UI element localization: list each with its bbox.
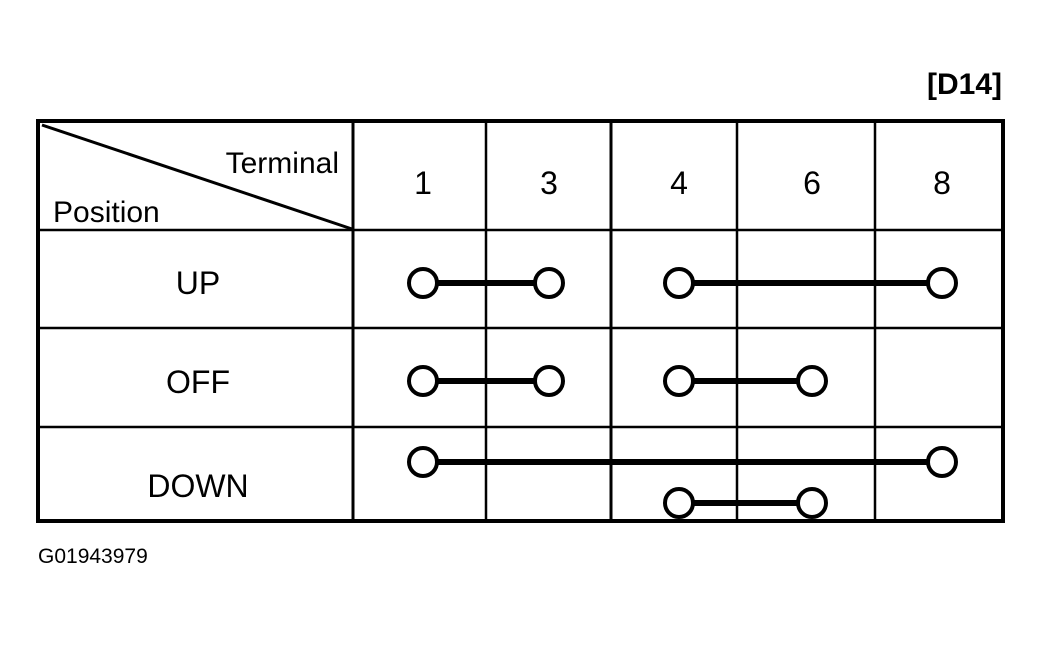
terminal-node-1: [407, 365, 439, 397]
terminal-node-4: [663, 267, 695, 299]
header-diagonal-divider: [41, 123, 353, 231]
continuity-down-4-6: [663, 487, 828, 519]
terminal-node-4: [663, 365, 695, 397]
terminal-node-6: [796, 487, 828, 519]
continuity-down-1-8: [407, 446, 958, 478]
terminal-node-8: [926, 446, 958, 478]
column-header-4: 4: [670, 165, 688, 201]
figure-caption: G01943979: [38, 545, 148, 568]
table-outer-border: [36, 119, 1005, 523]
row-header-off: OFF: [166, 364, 230, 400]
header-terminal-label: Terminal: [226, 147, 339, 180]
column-header-1: 1: [414, 165, 432, 201]
terminal-node-1: [407, 267, 439, 299]
terminal-node-4: [663, 487, 695, 519]
column-header-6: 6: [803, 165, 821, 201]
header-position-label: Position: [53, 196, 160, 229]
terminal-node-8: [926, 267, 958, 299]
terminal-node-3: [533, 267, 565, 299]
row-header-up: UP: [176, 265, 220, 301]
continuity-off-1-3: [407, 365, 565, 397]
continuity-table-graphic: Terminal Position 1 3 4 6 8 UP OFF DOWN: [36, 119, 1005, 523]
continuity-up-4-8: [663, 267, 958, 299]
terminal-node-3: [533, 365, 565, 397]
continuity-off-4-6: [663, 365, 828, 397]
connector-tag-label: [D14]: [926, 68, 1002, 101]
continuity-up-1-3: [407, 267, 565, 299]
row-header-down: DOWN: [147, 468, 248, 504]
column-header-8: 8: [933, 165, 951, 201]
switch-continuity-table: Terminal Position 1 3 4 6 8 UP OFF DOWN: [36, 119, 1005, 523]
terminal-node-6: [796, 365, 828, 397]
terminal-node-1: [407, 446, 439, 478]
column-header-3: 3: [540, 165, 558, 201]
